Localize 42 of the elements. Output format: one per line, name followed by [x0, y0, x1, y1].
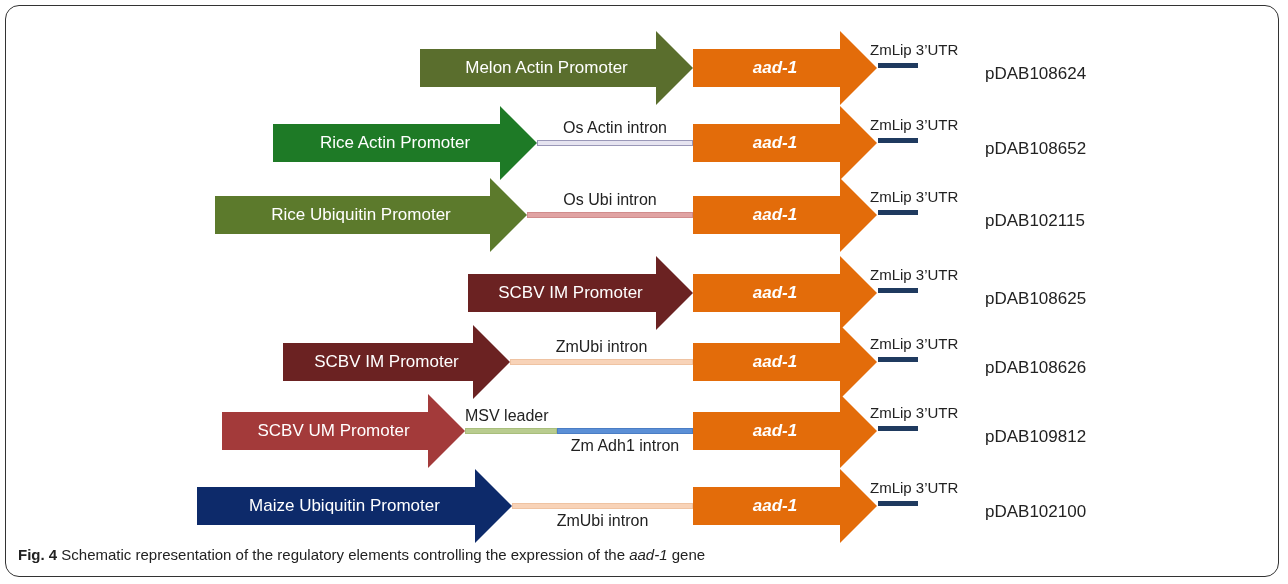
intron-label: Os Ubi intron	[562, 190, 658, 210]
promoter-label: SCBV IM Promoter	[313, 351, 460, 373]
terminator-label: ZmLip 3’UTR	[870, 116, 959, 134]
plasmid-name: pDAB102115	[985, 211, 1085, 231]
gene-label: aad-1	[751, 495, 799, 517]
promoter-label: Maize Ubiquitin Promoter	[248, 495, 441, 517]
terminator-label: ZmLip 3’UTR	[870, 335, 959, 353]
promoter-label: Rice Actin Promoter	[318, 132, 472, 154]
promoter-segment	[215, 178, 527, 252]
terminator-label: ZmLip 3’UTR	[870, 404, 959, 422]
terminator-label: ZmLip 3’UTR	[870, 266, 959, 284]
intron-label: ZmUbi intron	[554, 337, 649, 357]
gene-label: aad-1	[751, 282, 799, 304]
gene-label: aad-1	[751, 351, 799, 373]
terminator-label: ZmLip 3’UTR	[870, 479, 959, 497]
promoter-segment	[273, 106, 537, 180]
figure-caption: Fig. 4 Schematic representation of the regulatory elements controlling the expression of the aad-1 gene	[18, 546, 706, 563]
promoter-segment	[283, 325, 510, 399]
plasmid-name: pDAB108626	[985, 358, 1087, 378]
plasmid-name: pDAB109812	[985, 427, 1087, 447]
intron-label: Os Actin intron	[561, 118, 668, 138]
gene-label: aad-1	[751, 132, 799, 154]
promoter-segment	[468, 256, 693, 330]
promoter-segment	[222, 394, 465, 468]
promoter-label: Melon Actin Promoter	[464, 57, 629, 79]
promoter-label: SCBV UM Promoter	[256, 420, 411, 442]
plasmid-name: pDAB108624	[985, 64, 1087, 84]
plasmid-name: pDAB108652	[985, 139, 1087, 159]
promoter-segment	[197, 469, 512, 543]
terminator-label: ZmLip 3’UTR	[870, 188, 959, 206]
promoter-label: Rice Ubiquitin Promoter	[270, 204, 452, 226]
intron-label: MSV leader	[465, 406, 550, 426]
gene-label: aad-1	[751, 57, 799, 79]
gene-label: aad-1	[751, 204, 799, 226]
intron-label: Zm Adh1 intron	[569, 436, 681, 456]
promoter-segment	[420, 31, 693, 105]
gene-label: aad-1	[751, 420, 799, 442]
plasmid-name: pDAB108625	[985, 289, 1087, 309]
terminator-label: ZmLip 3’UTR	[870, 41, 959, 59]
plasmid-name: pDAB102100	[985, 502, 1087, 522]
promoter-label: SCBV IM Promoter	[497, 282, 644, 304]
intron-label: ZmUbi intron	[555, 511, 650, 531]
